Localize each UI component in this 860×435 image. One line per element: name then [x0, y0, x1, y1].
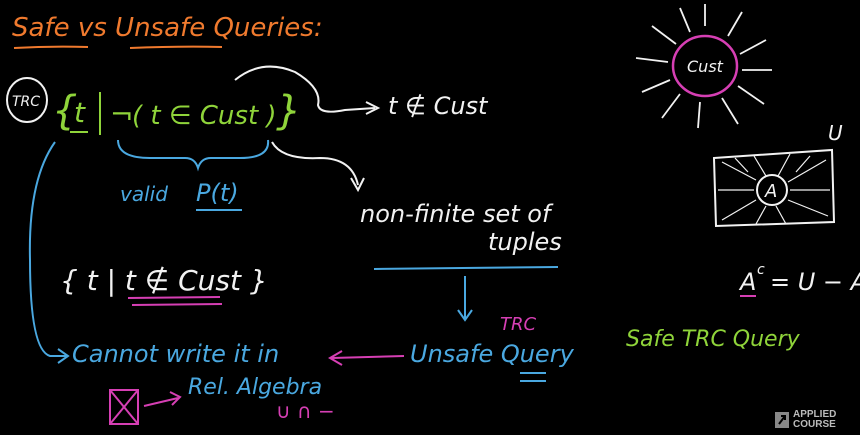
nonfinite-arrow: [271, 141, 359, 186]
cannot-line1: Cannot write it in: [72, 340, 279, 368]
venn-set-circle: [756, 174, 788, 206]
complement-c: c: [757, 262, 765, 278]
brand-watermark: APPLIED COURSE: [775, 410, 836, 430]
safe-note: Safe TRC Query: [626, 327, 801, 352]
query-open-brace: {: [52, 88, 77, 134]
query-close-brace: }: [276, 88, 301, 134]
cannot-arrow-head: [57, 348, 70, 364]
down-arrow-head: [457, 309, 473, 322]
nonfinite-line2: tuples: [488, 228, 562, 256]
unsafe-arrow-head: [328, 350, 343, 366]
loop-arrow: [234, 65, 376, 113]
second-query-underline-1: [127, 296, 221, 299]
cannot-line2: Rel. Algebra: [188, 375, 322, 400]
valid-brace: [117, 139, 270, 172]
applied-course-logo-icon: [775, 412, 789, 428]
ops: ∪ ∩ −: [276, 399, 335, 423]
title: Safe vs Unsafe Queries:: [12, 13, 323, 43]
sun-label: Cust: [687, 57, 724, 76]
title-underline-safe: [13, 45, 89, 49]
unsafe-arrow: [331, 355, 405, 359]
query-not: ¬: [110, 98, 133, 131]
brand-line1: APPLIED: [793, 409, 837, 420]
crossed-box-arrow-head: [169, 391, 182, 406]
query-var-t: t: [74, 96, 86, 129]
nonfinite-arrow-head: [350, 177, 365, 193]
valid-pt: P(t): [196, 179, 239, 207]
query-paren-expr: ( t ∈ Cust ): [132, 101, 277, 131]
venn-box: [712, 148, 836, 228]
loop-arrow-head: [365, 101, 381, 115]
sun-diagram: Cust: [635, 4, 772, 129]
trc-badge: TRC: [12, 94, 40, 110]
venn-diagram: U A: [712, 121, 843, 228]
crossed-box-arrow: [143, 397, 179, 407]
crossed-box-x2: [109, 389, 139, 425]
brand-line2: COURSE: [793, 419, 836, 430]
venn-universe: U: [828, 121, 843, 145]
nonfinite-line1: non-finite set of: [360, 200, 554, 228]
sun-circle: [671, 34, 739, 98]
complement-A: A: [738, 268, 756, 296]
arrow-note: t ∉ Cust: [388, 92, 489, 120]
trc-small: TRC: [500, 314, 537, 335]
complement-rest: = U − A: [770, 268, 860, 296]
nonfinite-underline: [373, 266, 559, 270]
second-query-underline-2: [131, 303, 223, 306]
title-underline-unsafe: [129, 45, 223, 49]
second-query: { t | t ∉ Cust }: [60, 264, 268, 297]
cannot-arrow: [28, 141, 66, 357]
trc-badge-circle: [6, 77, 48, 123]
unsafe-query: Unsafe Query: [410, 340, 575, 368]
valid-label: valid: [120, 182, 168, 206]
venn-set: A: [764, 181, 777, 202]
crossed-box: [109, 389, 139, 425]
